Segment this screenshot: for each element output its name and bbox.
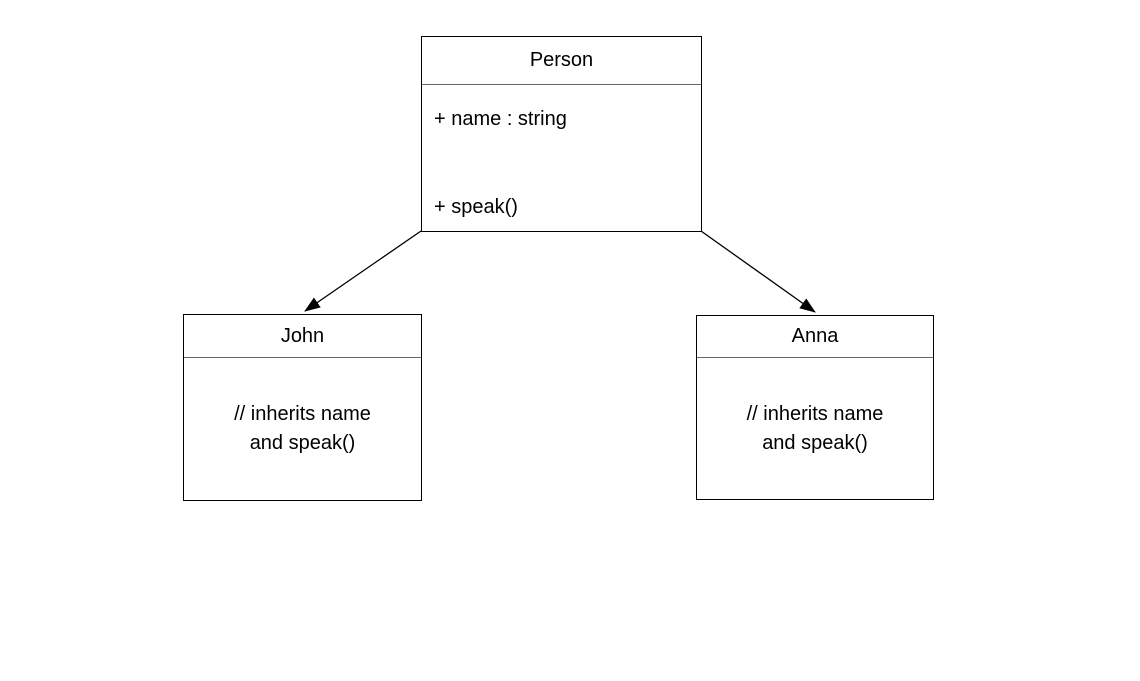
john-body-compartment: // inherits name and speak() [184,358,421,500]
john-note-line: and speak() [249,432,356,454]
uml-node-anna: Anna // inherits name and speak() [696,315,934,500]
uml-node-john: John // inherits name and speak() [183,314,422,501]
anna-body-compartment: // inherits name and speak() [697,358,933,499]
anna-note-line: and speak() [762,431,868,454]
person-attribute: + name : string [434,108,567,130]
person-title-compartment: Person [422,37,701,85]
john-note-line: // inherits name [234,403,371,425]
john-title-compartment: John [184,315,421,358]
anna-title: Anna [791,325,839,347]
john-title: John [280,324,325,347]
person-method: + speak() [434,196,518,218]
edge-person-to-john [304,230,422,312]
anna-note-line: // inherits name [746,402,884,425]
person-title: Person [529,49,594,71]
anna-title-compartment: Anna [697,316,933,358]
uml-node-person: Person + name : string + speak() [421,36,702,232]
edge-person-to-anna [700,230,816,313]
